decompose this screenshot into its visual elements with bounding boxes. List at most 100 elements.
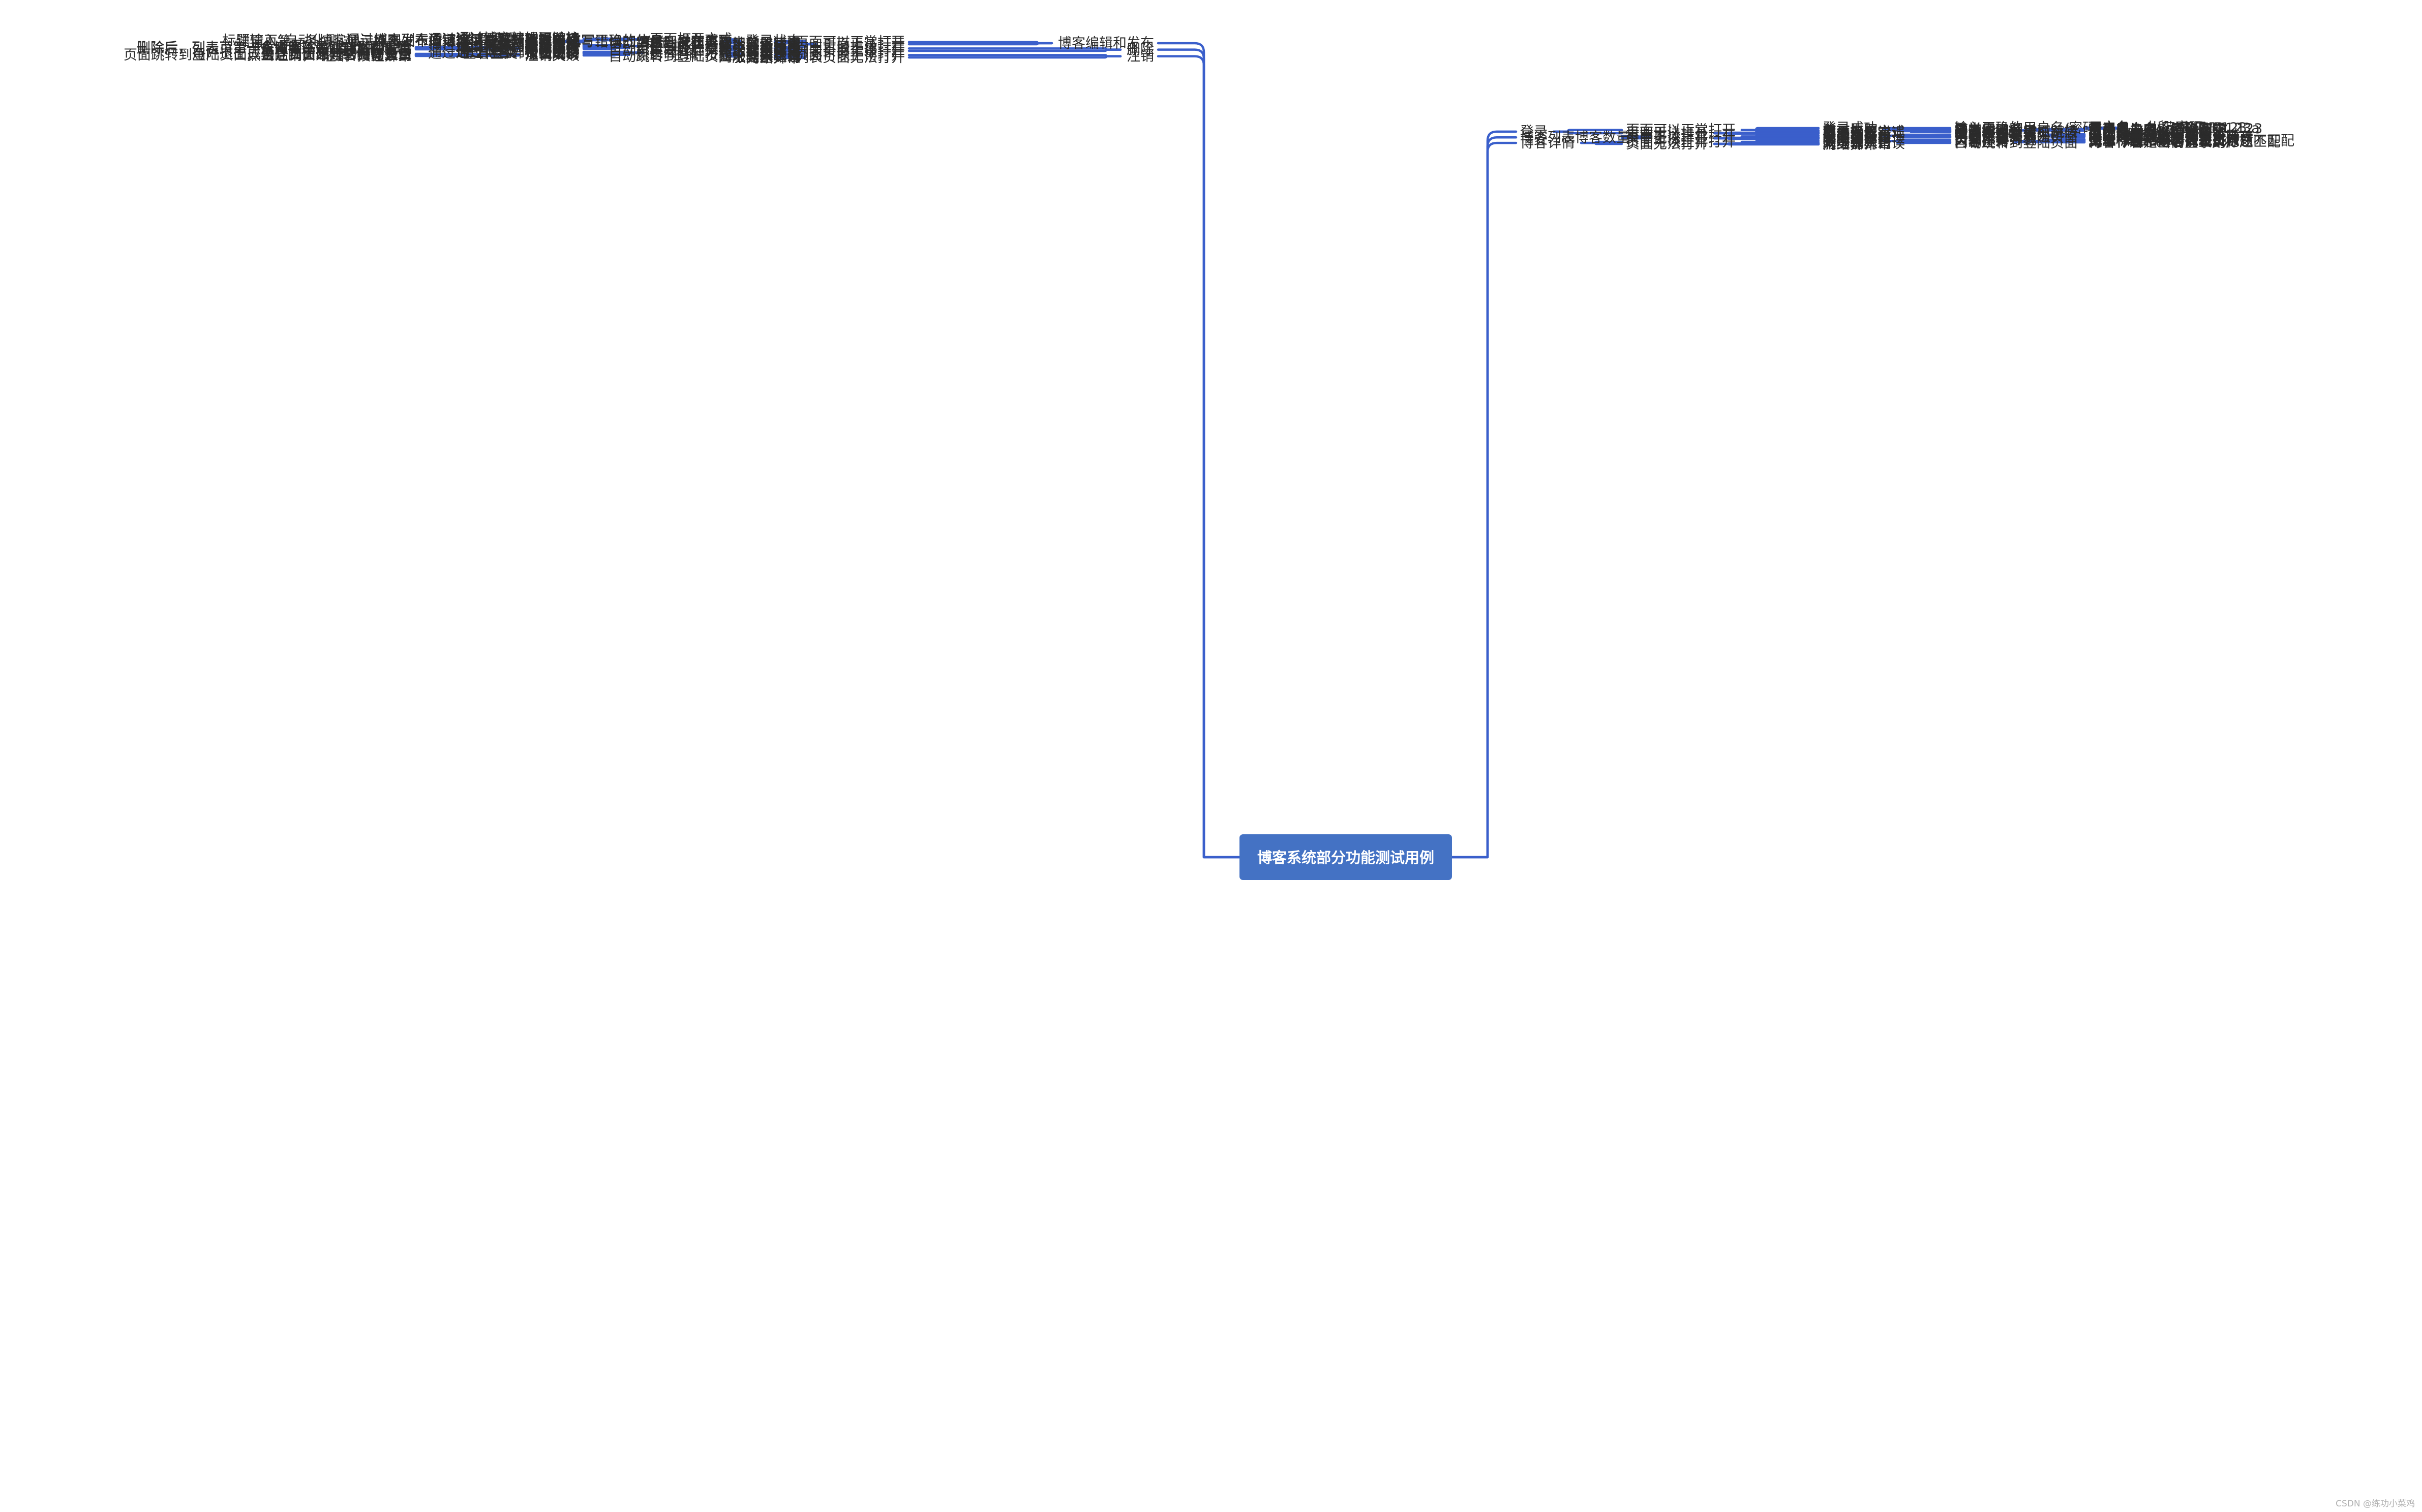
topic-left-26: 通过“登录”按钮跳转 xyxy=(456,38,580,54)
topic-left-27: 通过博客详情页链接 xyxy=(456,39,580,54)
topic-left-28: 通过“查看全文”按钮跳转 xyxy=(428,39,580,55)
topic-left-22: 页面可以正常打开 xyxy=(795,41,905,56)
connector-line xyxy=(907,42,1053,46)
topic-right-122: 服务器异常 xyxy=(1823,136,1891,152)
topic-right-81: 通过博客登录页链接 xyxy=(1954,124,2078,140)
connector-line xyxy=(2014,141,2086,144)
topic-left-62: 网址输入错误 xyxy=(718,49,801,65)
topic-left-47: 通过博客列表页链接 xyxy=(456,44,580,60)
topic-right-111: 通过“博客编辑”按钮跳转 xyxy=(2088,133,2240,148)
topic-left-30: 删除成功 xyxy=(525,40,580,56)
connector-line xyxy=(907,55,1122,59)
topic-left-24: 页面打开方式 xyxy=(650,39,732,54)
connector-line xyxy=(1450,130,1518,859)
topic-left-14: “发布”按钮异常 xyxy=(635,35,732,51)
topic-left-8: 填写正确的信息，发布成功 xyxy=(567,34,732,49)
topic-left-3: 页面打开方式 xyxy=(650,32,732,48)
topic-right-98: 发布的博客已保存 xyxy=(2088,129,2198,145)
topic-right-76: 异常密码 xyxy=(1954,123,2009,139)
topic-left-2: 登录状态 xyxy=(746,34,801,49)
topic-right-94: 博客数量显示为0 xyxy=(1954,129,2059,144)
topic-right-106: 页面可以正常打开 xyxy=(1626,134,1736,150)
topic-left-36: “删除”按钮异常 xyxy=(315,42,412,57)
connector-lines xyxy=(414,37,2118,859)
topic-right-80: 页面打开方式 xyxy=(1823,125,1905,140)
main-branch-left-21: 删除 xyxy=(1127,42,1154,58)
connector-line xyxy=(582,51,645,55)
topic-left-32: 删除后，列表页第一条博客不是“自动化测试” xyxy=(137,40,412,56)
connector-line xyxy=(773,41,806,45)
topic-left-52: 注销成功 xyxy=(525,47,580,63)
topic-right-113: 文章标题和博客列表页标题不匹配 xyxy=(2088,133,2294,149)
topic-left-54: 且登陆页面账号密码为空 xyxy=(261,47,412,63)
topic-left-51: 点击“注销”按钮 xyxy=(635,47,732,63)
topic-left-56: 页面跳转到登陆页面，登陆页面账号密码仍显示 xyxy=(124,47,412,63)
connector-line xyxy=(801,43,818,46)
topic-left-64: 网络异常 xyxy=(746,50,801,66)
topic-left-34: 删除后，列表页第一条博客还是“自动化测试” xyxy=(137,41,412,56)
connector-line xyxy=(907,54,1122,57)
topic-left-55: 注销失败 xyxy=(525,48,580,64)
topic-left-25: 通过博客列表页链接 xyxy=(456,38,580,53)
root-node: 博客系统部分功能测试用例 xyxy=(1239,834,1452,880)
topic-left-57: 点击注销，不跳转到登录页 xyxy=(247,48,412,64)
topic-left-53: 用户退出成功，页面跳转到登陆页面 xyxy=(192,46,412,62)
topic-left-5: 通过“编辑”按钮跳转 xyxy=(456,32,580,47)
watermark: CSDN @练功小菜鸡 xyxy=(2336,1499,2415,1509)
topic-right-86: 网络异常 xyxy=(1823,126,1878,142)
topic-left-9: 标题输入“自动化测试”，点击发布按钮，博客跳转到详情页 xyxy=(222,33,580,49)
connector-line xyxy=(2083,127,2118,130)
connector-line xyxy=(773,56,806,59)
topic-left-33: 删除失败 xyxy=(525,41,580,57)
topic-left-29: 点击“删除”按钮 xyxy=(635,41,732,56)
topic-left-31: 点击删除，跳转到列表页 xyxy=(261,40,412,55)
topic-right-116: 文章标题和博客列表页标题匹配 xyxy=(2088,134,2281,150)
connector-line xyxy=(1580,141,1623,145)
topic-right-69: 用户名：小段 密码： 123 xyxy=(2088,120,2247,136)
topic-right-88: 页面可以正常打开 xyxy=(1626,129,1736,145)
topic-right-110: 通过博客列表页链接 xyxy=(2088,132,2212,148)
connector-line xyxy=(1620,136,1652,140)
topic-left-16: 自动跳转到登陆页面 xyxy=(609,36,732,51)
topic-right-93: 通过“发布博客”按钮跳转 xyxy=(2088,128,2240,143)
topic-right-99: 未登录状态 xyxy=(1823,130,1891,145)
topic-left-38: 自动跳转到登陆页面 xyxy=(609,42,732,58)
topic-right-115: 内容正常 xyxy=(1954,135,2009,150)
topic-left-42: 网络异常 xyxy=(746,44,801,59)
topic-left-20: 网络异常 xyxy=(746,37,801,53)
connector-line xyxy=(1713,137,1820,140)
connector-line xyxy=(1157,42,1241,859)
topic-left-12: 标题信息异常 xyxy=(497,34,580,50)
topic-left-15: 未登录状态 xyxy=(732,36,801,51)
topic-left-61: 列表页面无法打开 xyxy=(795,50,905,66)
topic-right-85: 服务器异常 xyxy=(1823,126,1891,141)
topic-nodes: 博客编辑和发布页面可以正常打开登录状态页面打开方式通过博客编辑页链接通过“编辑”… xyxy=(124,31,2294,153)
topic-right-96: 网络异常，数据未存入内存 xyxy=(2088,129,2253,144)
topic-left-37: 未登录状态 xyxy=(732,42,801,58)
connector-line xyxy=(724,52,741,56)
topic-right-78: 用户名非空，密码为空 xyxy=(2088,123,2226,139)
topic-right-66: 页面可以正常打开 xyxy=(1626,123,1736,138)
connector-line xyxy=(414,54,520,57)
connector-line xyxy=(1450,141,1518,859)
topic-right-74: 错误用户名，正确密码 xyxy=(2088,122,2226,137)
topic-right-102: 网址输入错误 xyxy=(1823,130,1905,146)
topic-left-48: 通过“登录”按钮跳转 xyxy=(456,45,580,61)
topic-right-90: 页面打开方式 xyxy=(1954,127,2037,143)
topic-right-100: 自动跳转到登陆页面 xyxy=(1954,130,2078,145)
topic-right-70: 用户名： 小范 密码： 123a xyxy=(2088,120,2260,136)
topic-right-67: 登录成功 xyxy=(1823,120,1878,136)
topic-right-97: 博客数量不为0 xyxy=(1954,129,2045,145)
topic-left-35: 点击删除，不跳转到列表页 xyxy=(247,41,412,57)
topic-left-17: 页面无法打开 xyxy=(823,37,905,52)
topic-left-10: 详情页第一条博客展示刚刚发布的博客信息（标题时间） xyxy=(236,34,580,49)
connector-line xyxy=(907,48,1122,52)
main-branch-right-105: 博客详情 xyxy=(1520,135,1575,151)
topic-left-63: 服务器异常 xyxy=(732,50,801,66)
topic-left-1: 页面可以正常打开 xyxy=(795,35,905,50)
topic-right-114: 博客作者不是当前登录用户 xyxy=(2088,134,2253,149)
topic-right-75: 用户名为空，密码非空 xyxy=(2088,122,2226,138)
main-branch-left-0: 博客编辑和发布 xyxy=(1058,36,1154,51)
topic-left-39: 列表页面无法打开 xyxy=(795,43,905,59)
topic-right-71: 用户名： admin 密码：123 xyxy=(2088,121,2262,137)
